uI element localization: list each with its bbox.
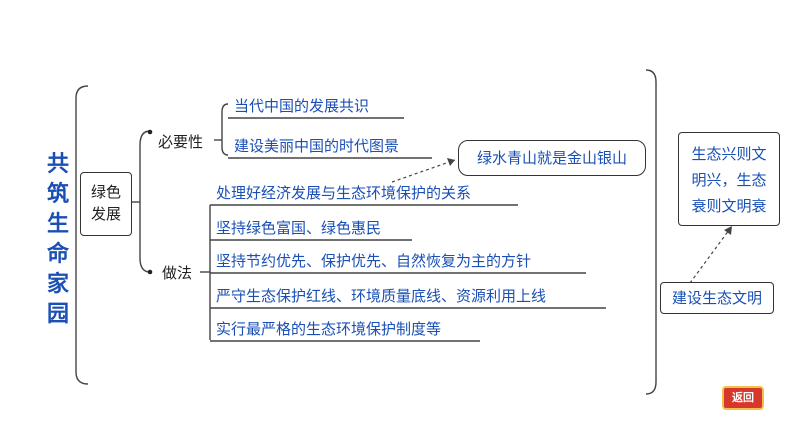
branch-label-methods: 做法 (162, 264, 193, 282)
title-char: 生 (46, 212, 69, 237)
center-topic-line: 绿色 (90, 183, 121, 201)
method-item: 严守生态保护红线、环境质量底线、资源利用上线 (216, 287, 547, 305)
method-item: 坚持节约优先、保护优先、自然恢复为主的方针 (216, 252, 532, 270)
return-button[interactable]: 返回 (722, 386, 764, 410)
title-char: 命 (46, 242, 69, 267)
right-conclusion-line: 生态兴则文 (691, 145, 767, 163)
method-item: 实行最严格的生态环境保护制度等 (216, 320, 442, 338)
title-char: 园 (46, 302, 69, 327)
branch-label-necessity: 必要性 (158, 133, 204, 151)
center-topic-line: 发展 (90, 205, 121, 223)
title-char: 共 (46, 152, 69, 177)
build-civilization-text: 建设生态文明 (671, 289, 762, 307)
method-item: 坚持绿色富国、绿色惠民 (216, 219, 382, 237)
center-topic-box: 绿色 发展 (80, 172, 132, 236)
necessity-item: 建设美丽中国的时代图景 (234, 137, 400, 155)
callout-mountains-text: 绿水青山就是金山银山 (476, 149, 627, 167)
necessity-item: 当代中国的发展共识 (234, 97, 370, 115)
build-civilization-box: 建设生态文明 (660, 282, 774, 314)
method-item: 处理好经济发展与生态环境保护的关系 (216, 184, 472, 202)
right-conclusion-line: 明兴，生态 (691, 171, 767, 189)
callout-mountains-box: 绿水青山就是金山银山 (458, 140, 646, 176)
title-char: 家 (46, 272, 69, 297)
title-char: 筑 (46, 182, 69, 207)
right-conclusion-line: 衰则文明衰 (691, 197, 767, 215)
right-conclusion-box: 生态兴则文 明兴，生态 衰则文明衰 (678, 132, 780, 226)
